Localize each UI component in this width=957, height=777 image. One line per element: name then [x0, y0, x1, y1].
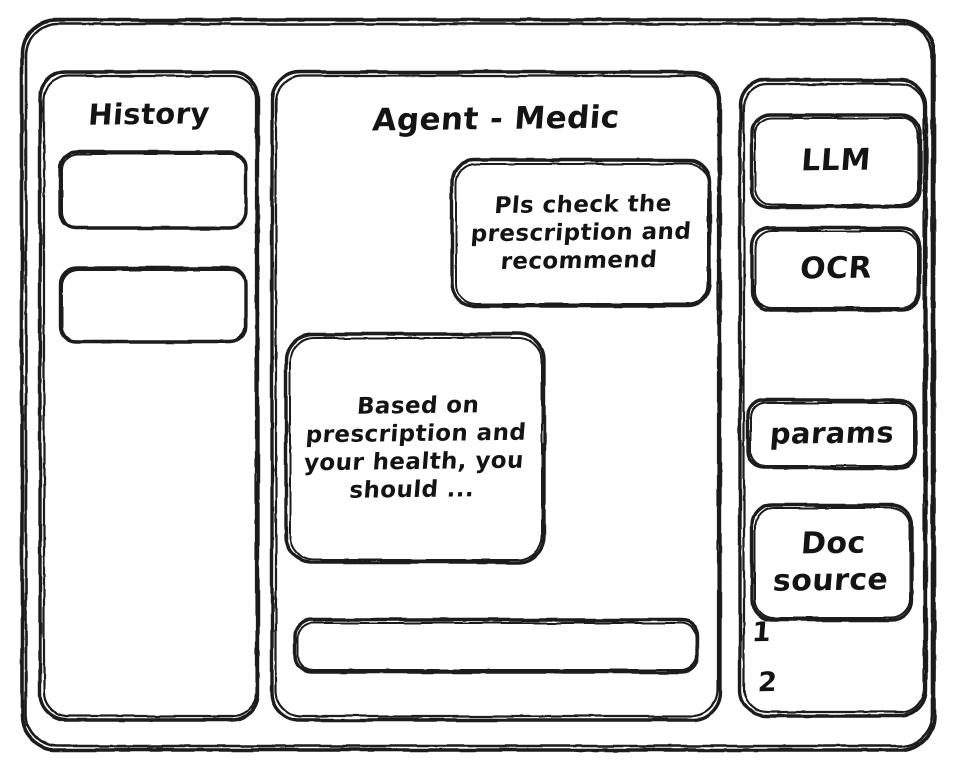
history-panel-title: History — [87, 96, 212, 133]
history-item[interactable] — [60, 152, 246, 228]
doc-source-list-item[interactable]: 2 — [756, 666, 779, 698]
tool-button-params[interactable] — [748, 400, 916, 468]
tool-button-llm[interactable] — [752, 115, 920, 207]
tool-button-doc-source[interactable] — [752, 505, 912, 620]
tool-button-ocr[interactable] — [752, 228, 920, 310]
user-message-text: Pls check the prescription and recommend — [469, 190, 693, 275]
history-item[interactable] — [60, 268, 246, 342]
agent-message-text: Based on prescription and your health, y… — [303, 392, 528, 504]
doc-source-list-item[interactable]: 1 — [750, 616, 773, 648]
page-title: Agent - Medic — [371, 99, 621, 139]
chat-input[interactable] — [295, 620, 698, 672]
